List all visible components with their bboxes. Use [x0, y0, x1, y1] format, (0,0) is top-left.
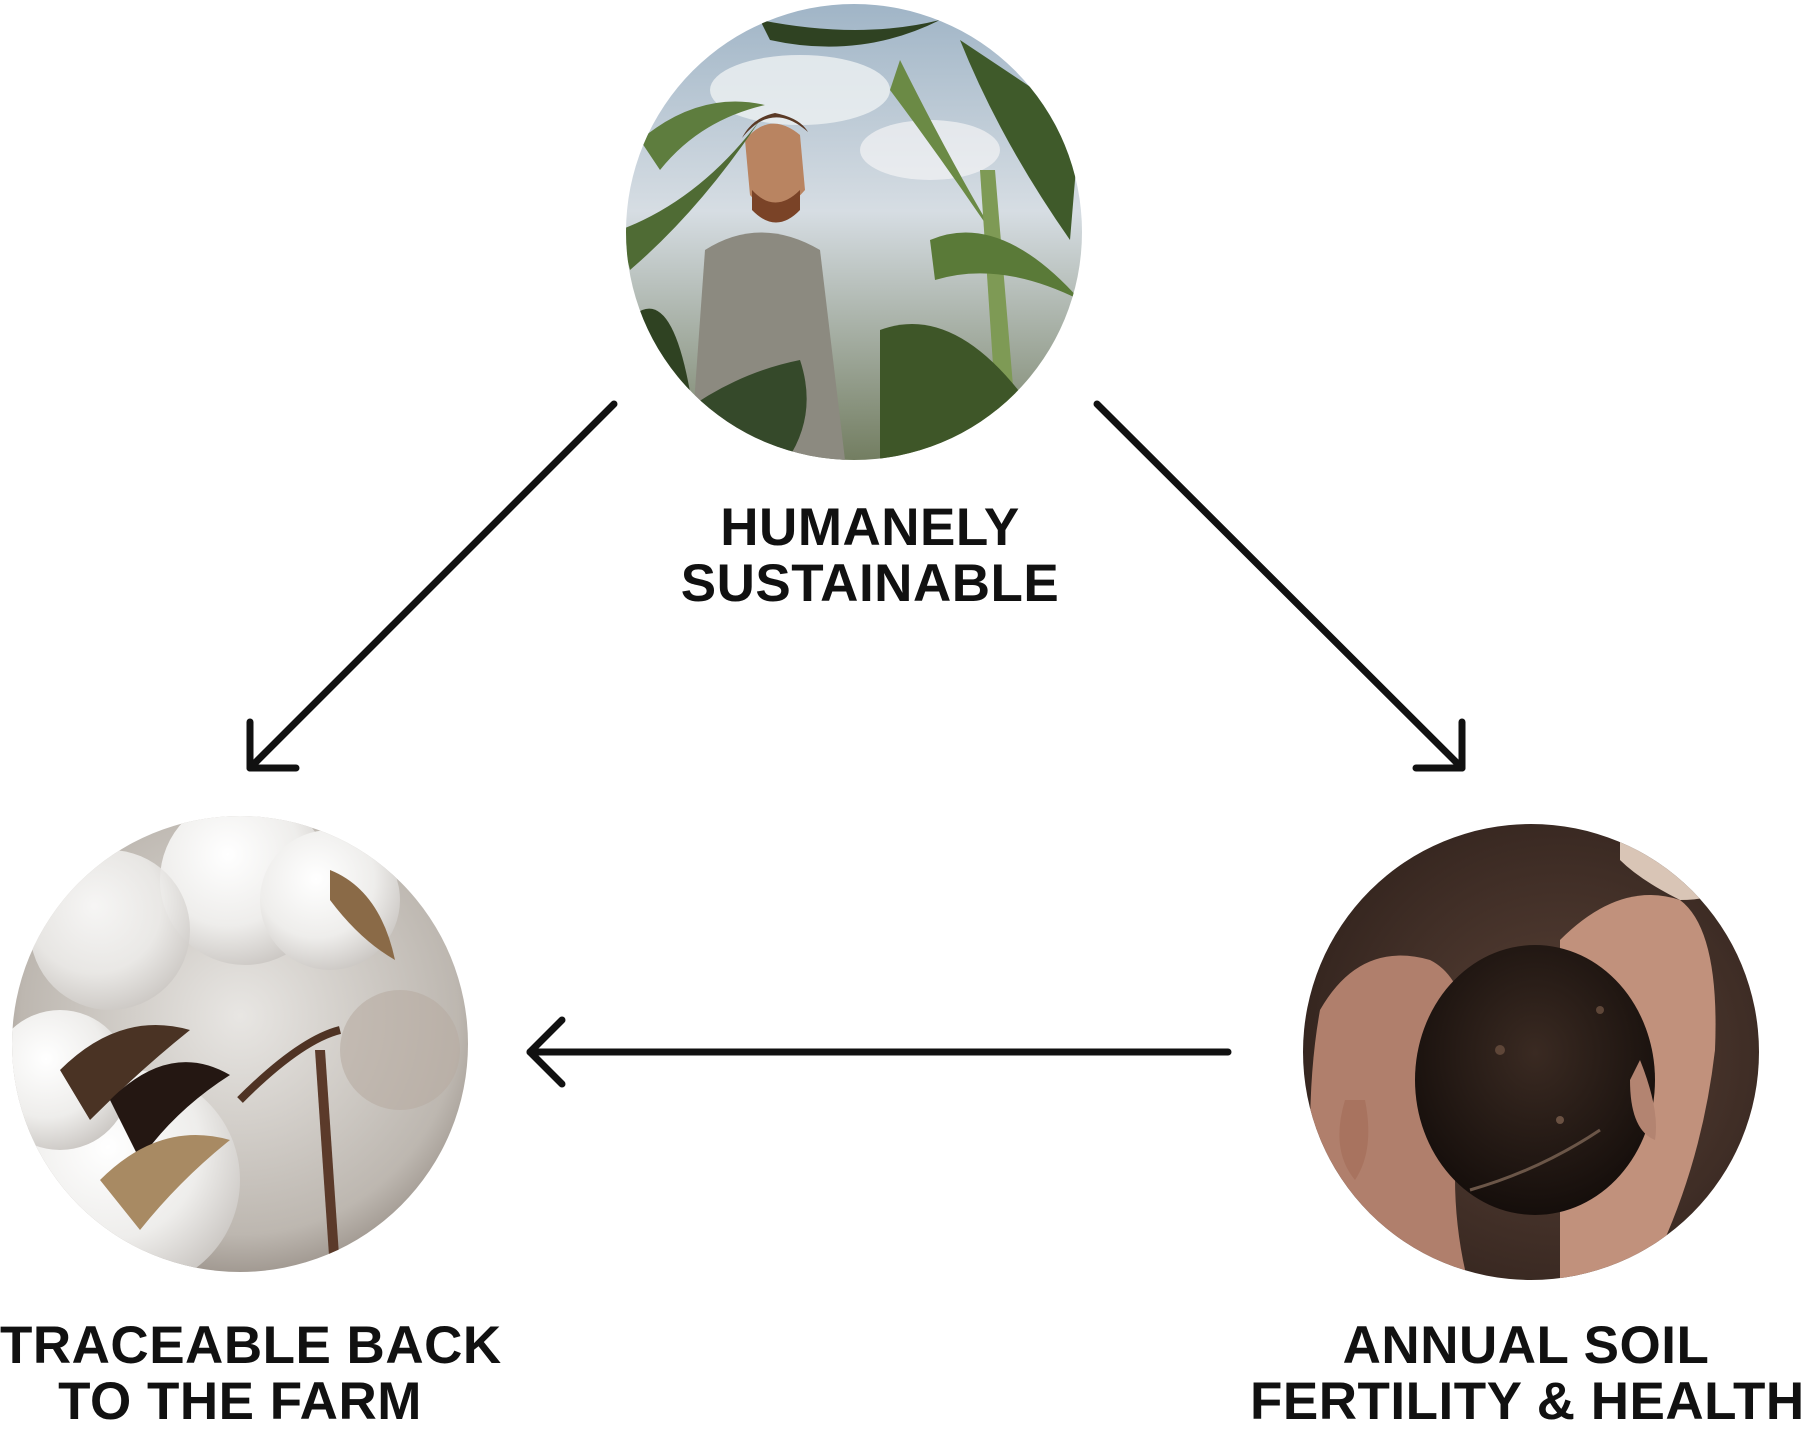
arrow-right-to-left	[526, 1016, 1232, 1088]
photo-farmer-in-cornfield	[626, 4, 1082, 460]
photo-hands-holding-soil	[1303, 824, 1759, 1280]
label-traceable-back-to-the-farm: TRACEABLE BACK TO THE FARM	[0, 1316, 502, 1431]
label-top-line-2: SUSTAINABLE	[680, 554, 1060, 613]
arrow-top-to-right	[1093, 400, 1466, 772]
label-right-line-1: ANNUAL SOIL	[1342, 1316, 1710, 1375]
label-right-line-2: FERTILITY & HEALTH	[1250, 1372, 1802, 1431]
label-annual-soil-fertility-health: ANNUAL SOIL FERTILITY & HEALTH	[1250, 1318, 1802, 1430]
label-left-line-2: TO THE FARM	[58, 1372, 422, 1431]
photo-cotton-bolls	[12, 816, 468, 1272]
arrow-top-to-left	[246, 400, 618, 772]
label-humanely-sustainable: HUMANELY SUSTAINABLE	[640, 500, 1100, 612]
label-top-line-1: HUMANELY	[720, 498, 1020, 557]
label-left-line-1: TRACEABLE BACK	[0, 1316, 502, 1375]
